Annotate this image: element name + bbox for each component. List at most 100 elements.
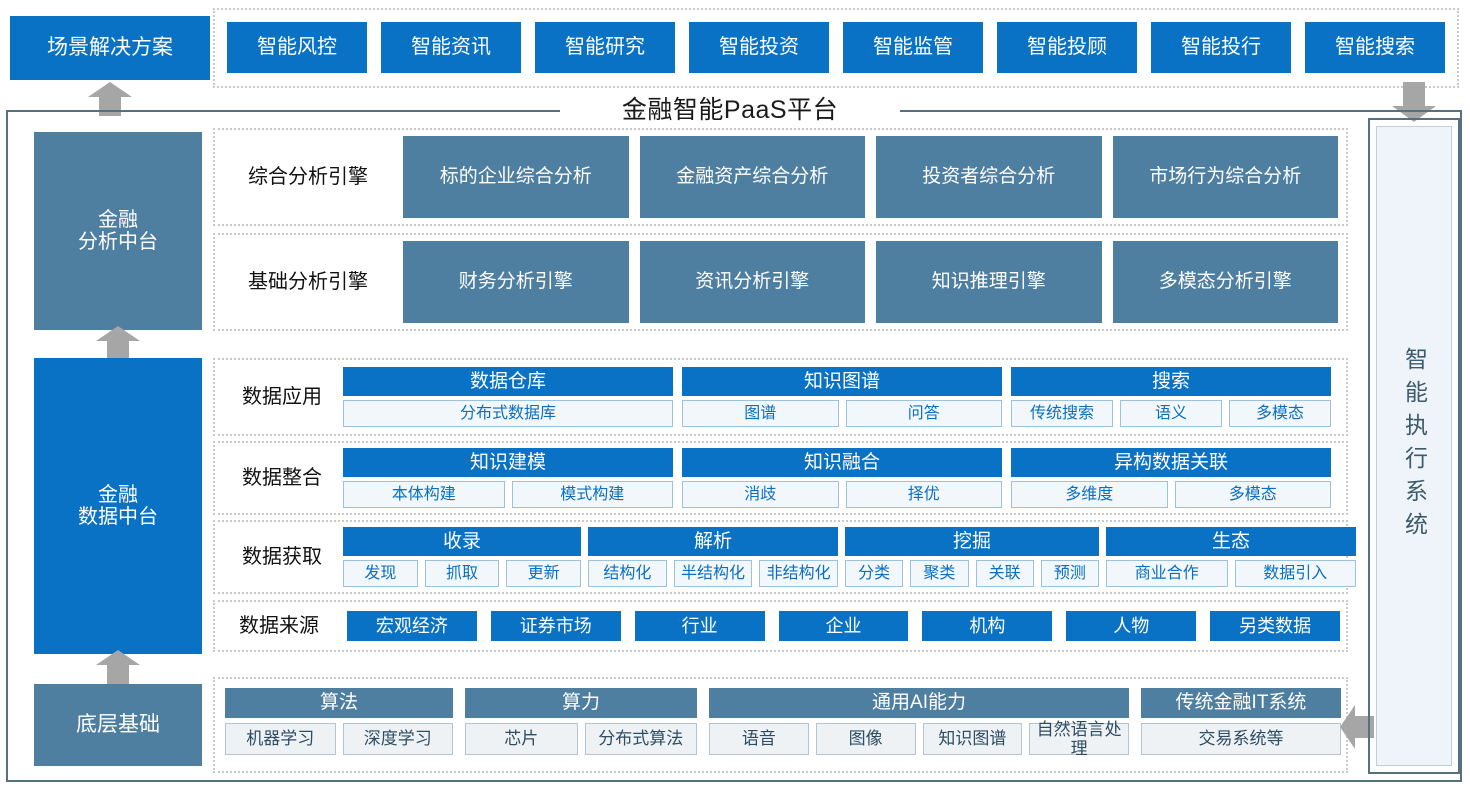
data-group-child[interactable]: 非结构化: [759, 560, 839, 587]
scenario-item[interactable]: 智能风控: [227, 22, 367, 73]
scenario-item-label: 智能资讯: [411, 36, 491, 59]
data-group-child[interactable]: 更新: [506, 560, 582, 587]
foundation-group-children: 芯片分布式算法: [465, 723, 697, 755]
foundation-group-child-label: 图像: [848, 729, 883, 749]
scenario-item[interactable]: 智能投资: [689, 22, 829, 73]
foundation-group-child[interactable]: 芯片: [465, 723, 578, 755]
data-source-chip-label: 人物: [1113, 615, 1150, 636]
data-group-child-label: 问答: [907, 404, 940, 422]
data-source-chip[interactable]: 另类数据: [1210, 611, 1341, 641]
foundation-group-child-label: 深度学习: [363, 729, 432, 749]
data-group-header[interactable]: 异构数据关联: [1011, 448, 1331, 477]
row-basic-analysis-engine: 基础分析引擎 财务分析引擎资讯分析引擎知识推理引擎多模态分析引擎: [213, 233, 1348, 331]
scenario-item-label: 智能风控: [257, 36, 337, 59]
foundation-group-header-label: 通用AI能力: [872, 692, 966, 714]
data-group-header[interactable]: 知识融合: [682, 448, 1002, 477]
foundation-group-child[interactable]: 语音: [709, 723, 809, 755]
data-group-header[interactable]: 解析: [588, 527, 838, 556]
data-group-child[interactable]: 多维度: [1011, 481, 1168, 508]
scenario-items-container: 智能风控 智能资讯 智能研究智能投资智能监管智能投顾智能投行智能搜索: [213, 8, 1459, 88]
analysis-engine-card[interactable]: 财务分析引擎: [403, 241, 629, 323]
data-group-child[interactable]: 消歧: [682, 481, 839, 508]
scenario-item[interactable]: 智能投顾: [997, 22, 1137, 73]
data-group-child[interactable]: 预测: [1040, 560, 1099, 587]
data-group-child[interactable]: 数据引入: [1234, 560, 1356, 587]
foundation-group-header[interactable]: 传统金融IT系统: [1141, 688, 1341, 718]
arrow-up-data-to-analysis: [96, 326, 140, 360]
scenario-item[interactable]: 智能监管: [843, 22, 983, 73]
analysis-engine-card[interactable]: 金融资产综合分析: [639, 136, 865, 218]
data-group-child[interactable]: 图谱: [682, 400, 839, 427]
data-group-children: 本体构建模式构建: [343, 481, 673, 508]
data-group-children: 多维度多模态: [1011, 481, 1331, 508]
analysis-engine-label: 知识推理引擎: [931, 271, 1046, 293]
foundation-group: 算力芯片分布式算法: [465, 688, 697, 762]
foundation-label: 底层基础: [34, 684, 202, 766]
data-group-child[interactable]: 传统搜索: [1011, 400, 1113, 427]
analysis-label-line2: 分析中台: [78, 231, 158, 253]
data-group-child[interactable]: 关联: [975, 560, 1034, 587]
data-group-header[interactable]: 数据仓库: [343, 367, 673, 396]
data-group-child[interactable]: 分布式数据库: [343, 400, 673, 427]
foundation-group-child[interactable]: 分布式算法: [584, 723, 697, 755]
analysis-engine-card[interactable]: 标的企业综合分析: [403, 136, 629, 218]
data-group-header-label: 异构数据关联: [1113, 451, 1228, 473]
data-group-child[interactable]: 多模态: [1174, 481, 1331, 508]
data-group-children: 分布式数据库: [343, 400, 673, 427]
analysis-engine-label: 资讯分析引擎: [695, 271, 810, 293]
data-group-child[interactable]: 择优: [845, 481, 1002, 508]
analysis-engine-label: 多模态分析引擎: [1158, 271, 1292, 293]
data-group-child[interactable]: 半结构化: [673, 560, 753, 587]
analysis-engine-card[interactable]: 资讯分析引擎: [639, 241, 865, 323]
scenario-item[interactable]: 智能资讯: [381, 22, 521, 73]
data-source-chip[interactable]: 证券市场: [490, 611, 621, 641]
data-group-child[interactable]: 本体构建: [343, 481, 505, 508]
data-source-chip[interactable]: 行业: [634, 611, 765, 641]
analysis-engine-card[interactable]: 多模态分析引擎: [1112, 241, 1338, 323]
data-group-header[interactable]: 搜索: [1011, 367, 1331, 396]
foundation-group-header[interactable]: 算法: [225, 688, 453, 718]
data-group-child[interactable]: 多模态: [1229, 400, 1331, 427]
foundation-group-header[interactable]: 算力: [465, 688, 697, 718]
data-source-chip[interactable]: 机构: [922, 611, 1053, 641]
analysis-engine-card[interactable]: 投资者综合分析: [876, 136, 1102, 218]
foundation-group-child[interactable]: 深度学习: [342, 723, 453, 755]
foundation-group-child[interactable]: 自然语言处理: [1029, 720, 1129, 758]
data-group-child[interactable]: 模式构建: [511, 481, 673, 508]
data-group-child[interactable]: 问答: [845, 400, 1002, 427]
data-group-child-label: 传统搜索: [1029, 404, 1094, 422]
foundation-group-child[interactable]: 知识图谱: [922, 723, 1023, 755]
data-group-child[interactable]: 抓取: [424, 560, 500, 587]
data-group-child[interactable]: 聚类: [910, 560, 969, 587]
row-label-data-source: 数据来源: [239, 614, 319, 637]
data-source-chip[interactable]: 宏观经济: [347, 611, 477, 641]
page-title: 金融智能PaaS平台: [560, 93, 900, 127]
data-group-child[interactable]: 分类: [845, 560, 904, 587]
data-source-chip[interactable]: 企业: [778, 611, 909, 641]
foundation-group-child[interactable]: 图像: [815, 723, 916, 755]
data-group-children: 消歧择优: [682, 481, 1002, 508]
analysis-engine-card[interactable]: 知识推理引擎: [876, 241, 1102, 323]
data-group-child[interactable]: 发现: [343, 560, 418, 587]
foundation-group-child-label: 知识图谱: [938, 729, 1007, 749]
scenario-item[interactable]: 智能搜索: [1305, 22, 1445, 73]
data-group-header[interactable]: 知识建模: [343, 448, 673, 477]
foundation-group-header[interactable]: 通用AI能力: [709, 688, 1129, 718]
data-group-children: 传统搜索 语义多模态: [1011, 400, 1331, 427]
data-group-header[interactable]: 生态: [1106, 527, 1356, 556]
analysis-engine-card[interactable]: 市场行为综合分析: [1112, 136, 1338, 218]
data-group-child[interactable]: 商业合作: [1106, 560, 1228, 587]
scenario-item[interactable]: 智能研究: [535, 22, 675, 73]
foundation-group-child[interactable]: 交易系统等: [1141, 723, 1341, 755]
data-group-header[interactable]: 收录: [343, 527, 581, 556]
scenario-item[interactable]: 智能投行: [1151, 22, 1291, 73]
data-group-child[interactable]: 结构化: [588, 560, 667, 587]
row-data-application: 数据应用 数据仓库分布式数据库知识图谱图谱问答搜索传统搜索语义多模态: [213, 358, 1348, 436]
foundation-group-child[interactable]: 机器学习: [225, 723, 336, 755]
data-group-header[interactable]: 挖掘: [845, 527, 1099, 556]
row-data-source: 数据来源 宏观经济证券市场行业企业机构 人物 另类数据: [213, 600, 1348, 652]
data-source-chip[interactable]: 人物: [1066, 611, 1197, 641]
data-group-child[interactable]: 语义: [1120, 400, 1222, 427]
data-group-header[interactable]: 知识图谱: [682, 367, 1002, 396]
analysis-engine-label: 金融资产综合分析: [676, 166, 829, 188]
